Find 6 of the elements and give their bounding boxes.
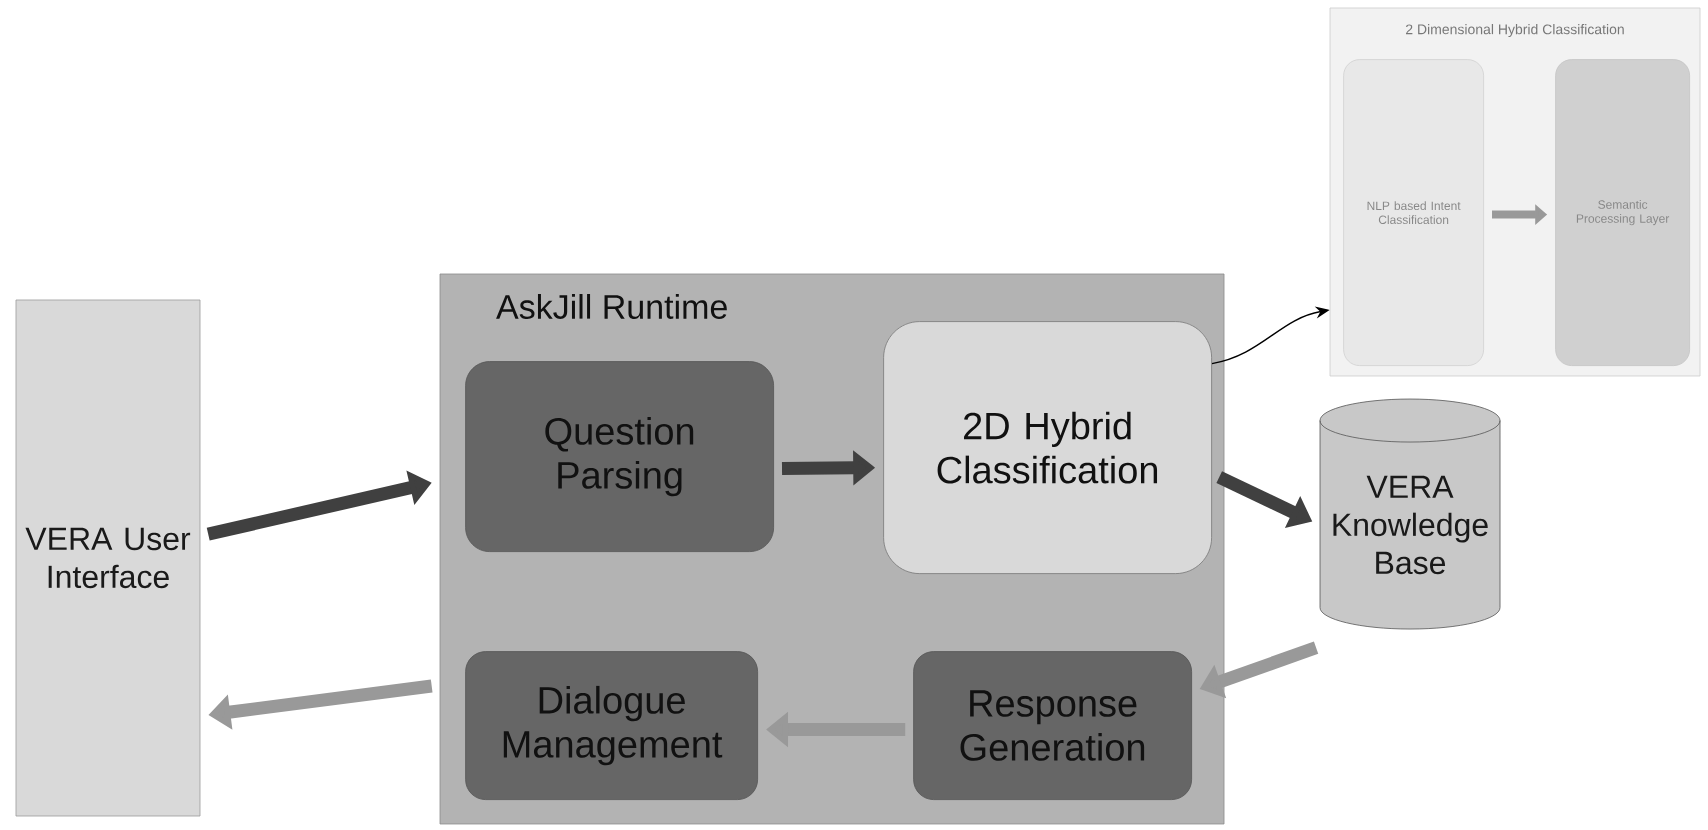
process-box: Question Parsing <box>465 361 774 552</box>
process-box: Dialogue Management <box>465 651 758 800</box>
process-box: Response Generation <box>913 651 1192 800</box>
process-box: 2D Hybrid Classification <box>883 321 1212 574</box>
database-cylinder: VERA Knowledge Base <box>1319 398 1501 630</box>
interface-box: VERA User Interface <box>15 299 201 817</box>
